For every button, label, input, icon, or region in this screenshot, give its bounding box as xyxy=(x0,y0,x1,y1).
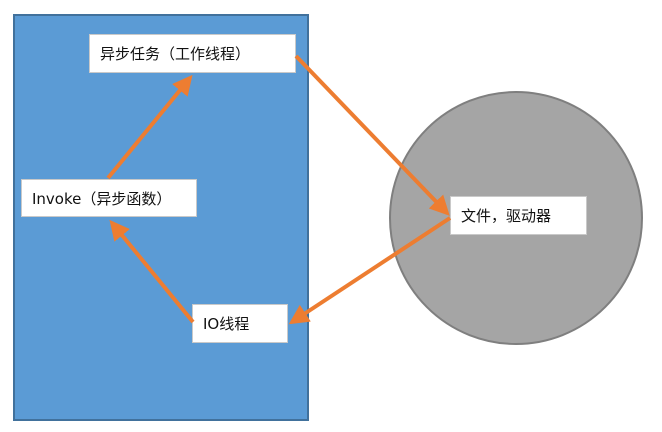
arrow-file-to-io xyxy=(288,216,452,325)
node-invoke: Invoke（异步函数） xyxy=(21,179,197,217)
arrow-invoke-to-async xyxy=(106,74,193,180)
process-container xyxy=(13,14,309,421)
node-file-driver: 文件，驱动器 xyxy=(450,196,587,235)
arrow-io-to-invoke xyxy=(109,219,195,324)
node-io-thread: IO线程 xyxy=(192,304,288,343)
node-async-task: 异步任务（工作线程） xyxy=(89,34,296,73)
arrow-async-to-file xyxy=(294,54,450,216)
